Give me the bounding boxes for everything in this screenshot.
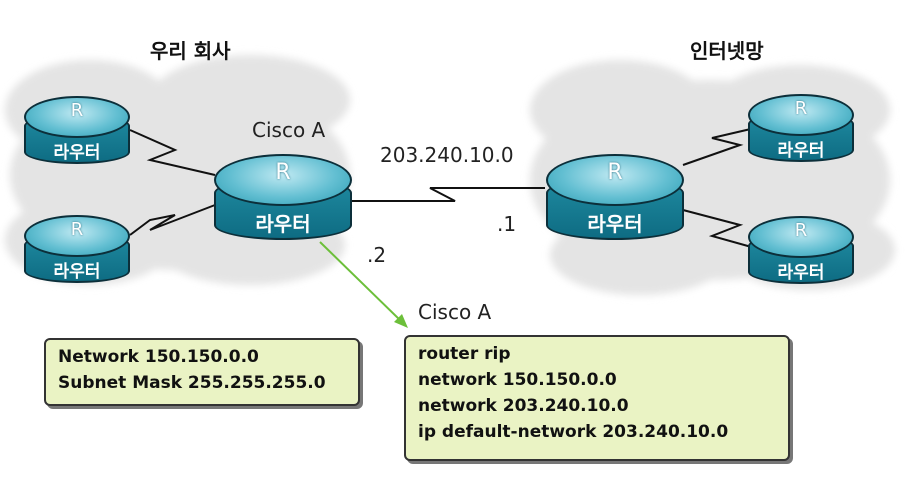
link-wan — [352, 187, 545, 202]
router-label: 라우터 — [777, 263, 825, 283]
interface-ip-left-label: .2 — [367, 243, 387, 267]
router-icon-letter: R — [70, 219, 84, 240]
router-right-top: R 라우터 — [748, 94, 854, 162]
link-right-top — [682, 127, 756, 166]
network-info-box: Network 150.150.0.0 Subnet Mask 255.255.… — [44, 338, 360, 406]
router-config-box: router rip network 150.150.0.0 network 2… — [404, 335, 790, 461]
router-icon-letter: R — [607, 160, 623, 185]
link-right-bottom — [682, 209, 756, 249]
config-line: ip default-network 203.240.10.0 — [418, 422, 729, 442]
left-site-title: 우리 회사 — [150, 39, 231, 63]
config-line: network 203.240.10.0 — [418, 396, 629, 416]
network-address-label: 203.240.10.0 — [380, 143, 514, 167]
interface-ip-right-label: .1 — [497, 212, 517, 236]
config-arrow — [319, 241, 403, 323]
right-site-title: 인터넷망 — [690, 39, 764, 63]
router-label: 라우터 — [53, 262, 101, 282]
router-internet: R 라우터 — [546, 154, 684, 240]
config-line: router rip — [418, 344, 511, 364]
router-label: 라우터 — [777, 141, 825, 161]
network-info-line: Subnet Mask 255.255.255.0 — [58, 373, 326, 393]
config-line: network 150.150.0.0 — [418, 370, 617, 390]
router-icon-letter: R — [70, 100, 84, 121]
router-label: 라우터 — [255, 212, 311, 236]
link-left-bottom — [129, 204, 216, 236]
cisco-config-label: Cisco A — [418, 300, 492, 324]
router-right-bottom: R 라우터 — [748, 216, 854, 284]
network-info-line: Network 150.150.0.0 — [58, 347, 259, 367]
router-cisco-a: R 라우터 — [214, 154, 352, 240]
cisco-router-label: Cisco A — [252, 118, 326, 142]
config-arrow-head — [394, 314, 408, 328]
router-icon-letter: R — [275, 160, 291, 185]
router-left-top: R 라우터 — [24, 96, 130, 164]
router-icon-letter: R — [794, 220, 808, 241]
router-label: 라우터 — [53, 143, 101, 163]
router-icon-letter: R — [794, 98, 808, 119]
link-left-top — [129, 129, 216, 176]
router-left-bottom: R 라우터 — [24, 215, 130, 283]
router-label: 라우터 — [587, 212, 643, 236]
